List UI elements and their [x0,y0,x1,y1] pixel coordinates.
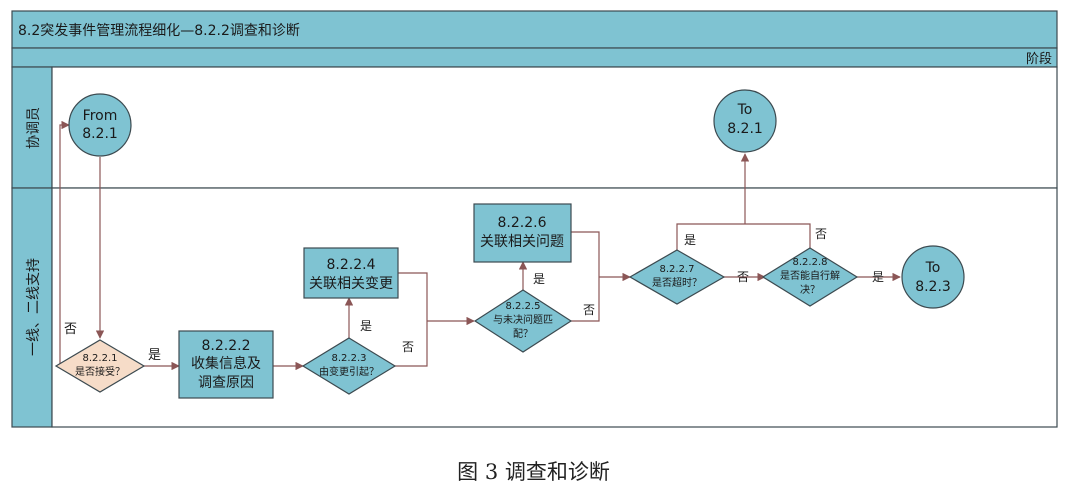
svg-text:8.2.2.8: 8.2.2.8 [793,257,828,268]
svg-text:是否能自行解: 是否能自行解 [780,269,840,282]
svg-text:调查原因: 调查原因 [198,375,254,391]
edge-8223-no [395,272,428,367]
svg-text:关联相关变更: 关联相关变更 [309,276,393,292]
process-8222: 8.2.2.2 收集信息及 调查原因 [178,330,274,399]
label-8221-yes: 是 [148,348,161,363]
svg-text:8.2.2.5: 8.2.2.5 [506,301,541,312]
label-8225-no: 否 [583,303,595,317]
figure-caption: 图 3 调查和诊断 [457,460,610,484]
svg-text:8.2.2.3: 8.2.2.3 [332,353,367,364]
lane-label-coordinator: 协调员 [26,107,42,149]
svg-text:8.2.3: 8.2.3 [915,279,951,295]
lane-header-support [11,187,53,428]
svg-text:与未决问题匹: 与未决问题匹 [493,313,553,326]
svg-text:From: From [83,108,118,124]
svg-text:To: To [737,102,753,118]
phase-bar [11,47,1058,68]
svg-text:配？: 配？ [513,328,533,340]
lane-label-support: 一线、二线支持 [26,258,42,356]
svg-text:8.2.2.1: 8.2.2.1 [83,353,118,364]
decision-8228: 8.2.2.8 是否能自行解 决？ [761,247,859,307]
label-8223-no: 否 [402,340,414,354]
svg-text:8.2.2.7: 8.2.2.7 [660,264,695,275]
phase-label: 阶段 [1026,52,1052,67]
svg-text:8.2.1: 8.2.1 [82,126,118,142]
diagram-title: 8.2突发事件管理流程细化—8.2.2调查和诊断 [18,23,300,39]
label-8228-no: 否 [815,227,827,241]
decision-8223: 8.2.2.3 由变更引起？ [301,337,397,395]
lane-header-coordinator [11,66,53,189]
svg-text:8.2.2.2: 8.2.2.2 [202,338,251,354]
label-8228-yes: 是 [872,270,884,284]
svg-text:To: To [925,260,941,276]
svg-text:是否接受？: 是否接受？ [75,365,125,378]
label-8227-yes: 是 [684,233,696,247]
label-8223-yes: 是 [360,319,372,333]
title-bar [11,10,1058,49]
label-8227-no: 否 [737,270,749,284]
svg-text:是否超时？: 是否超时？ [652,276,702,289]
svg-text:8.2.1: 8.2.1 [727,121,763,137]
decision-8225: 8.2.2.5 与未决问题匹 配？ [473,289,573,353]
edge-8221-no [59,120,70,368]
process-8226: 8.2.2.6 关联相关问题 [473,203,572,263]
svg-text:收集信息及: 收集信息及 [191,355,261,372]
decision-8221: 8.2.2.1 是否接受？ [54,339,146,393]
svg-text:决？: 决？ [800,284,820,296]
node-to-823: To 8.2.3 [901,245,965,309]
node-to-821: To 8.2.1 [713,89,777,153]
svg-text:由变更引起？: 由变更引起？ [319,365,379,378]
node-from-821: From 8.2.1 [68,93,132,157]
svg-text:8.2.2.4: 8.2.2.4 [327,257,376,273]
label-8221-no: 否 [64,322,77,337]
label-8225-yes: 是 [533,272,545,286]
svg-text:关联相关问题: 关联相关问题 [480,234,564,250]
svg-text:8.2.2.6: 8.2.2.6 [498,215,547,231]
edge-8227-yes-and-8228-no [676,223,811,250]
decision-8227: 8.2.2.7 是否超时？ [628,249,726,305]
flowchart: 8.2突发事件管理流程细化—8.2.2调查和诊断 阶段 协调员 一线、二线支持 … [11,10,1058,428]
process-8224: 8.2.2.4 关联相关变更 [303,247,399,299]
lane-body-coordinator [51,66,1058,189]
